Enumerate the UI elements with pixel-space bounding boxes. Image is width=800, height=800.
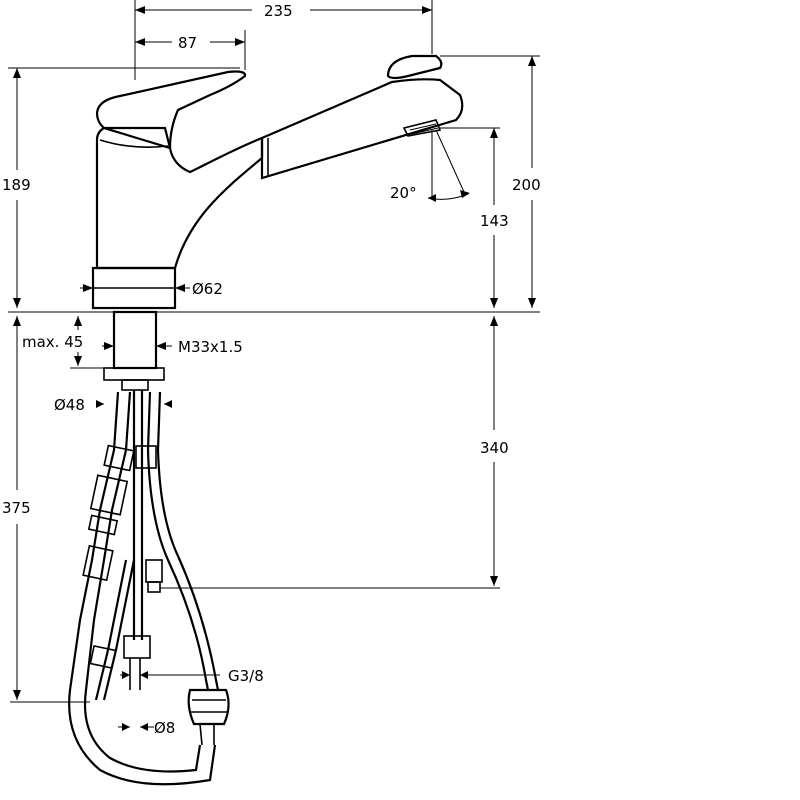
dim-pipe-diameter: Ø8	[154, 719, 175, 737]
dim-thread: M33x1.5	[178, 338, 243, 356]
dim-shank-diameter: Ø48	[54, 396, 85, 414]
faucet-body	[91, 54, 464, 391]
dim-width-handle: 87	[178, 34, 197, 52]
dimension-lines	[8, 0, 540, 731]
hoses-and-pipes	[68, 390, 230, 786]
dim-max-deck: max. 45	[22, 333, 83, 351]
dim-connection: G3/8	[228, 667, 264, 685]
dim-height-spout: 200	[512, 176, 541, 194]
dim-total-below: 375	[2, 499, 31, 517]
dim-hose-length: 340	[480, 439, 509, 457]
dim-spout-clearance: 143	[480, 212, 509, 230]
dim-height-body: 189	[2, 176, 31, 194]
dim-width-top: 235	[264, 2, 293, 20]
dim-body-diameter: Ø62	[192, 280, 223, 298]
dimension-labels: 235 87 189 200 20° 143 Ø62 max. 45 M33x1…	[2, 2, 541, 737]
dim-spray-angle: 20°	[390, 184, 417, 202]
